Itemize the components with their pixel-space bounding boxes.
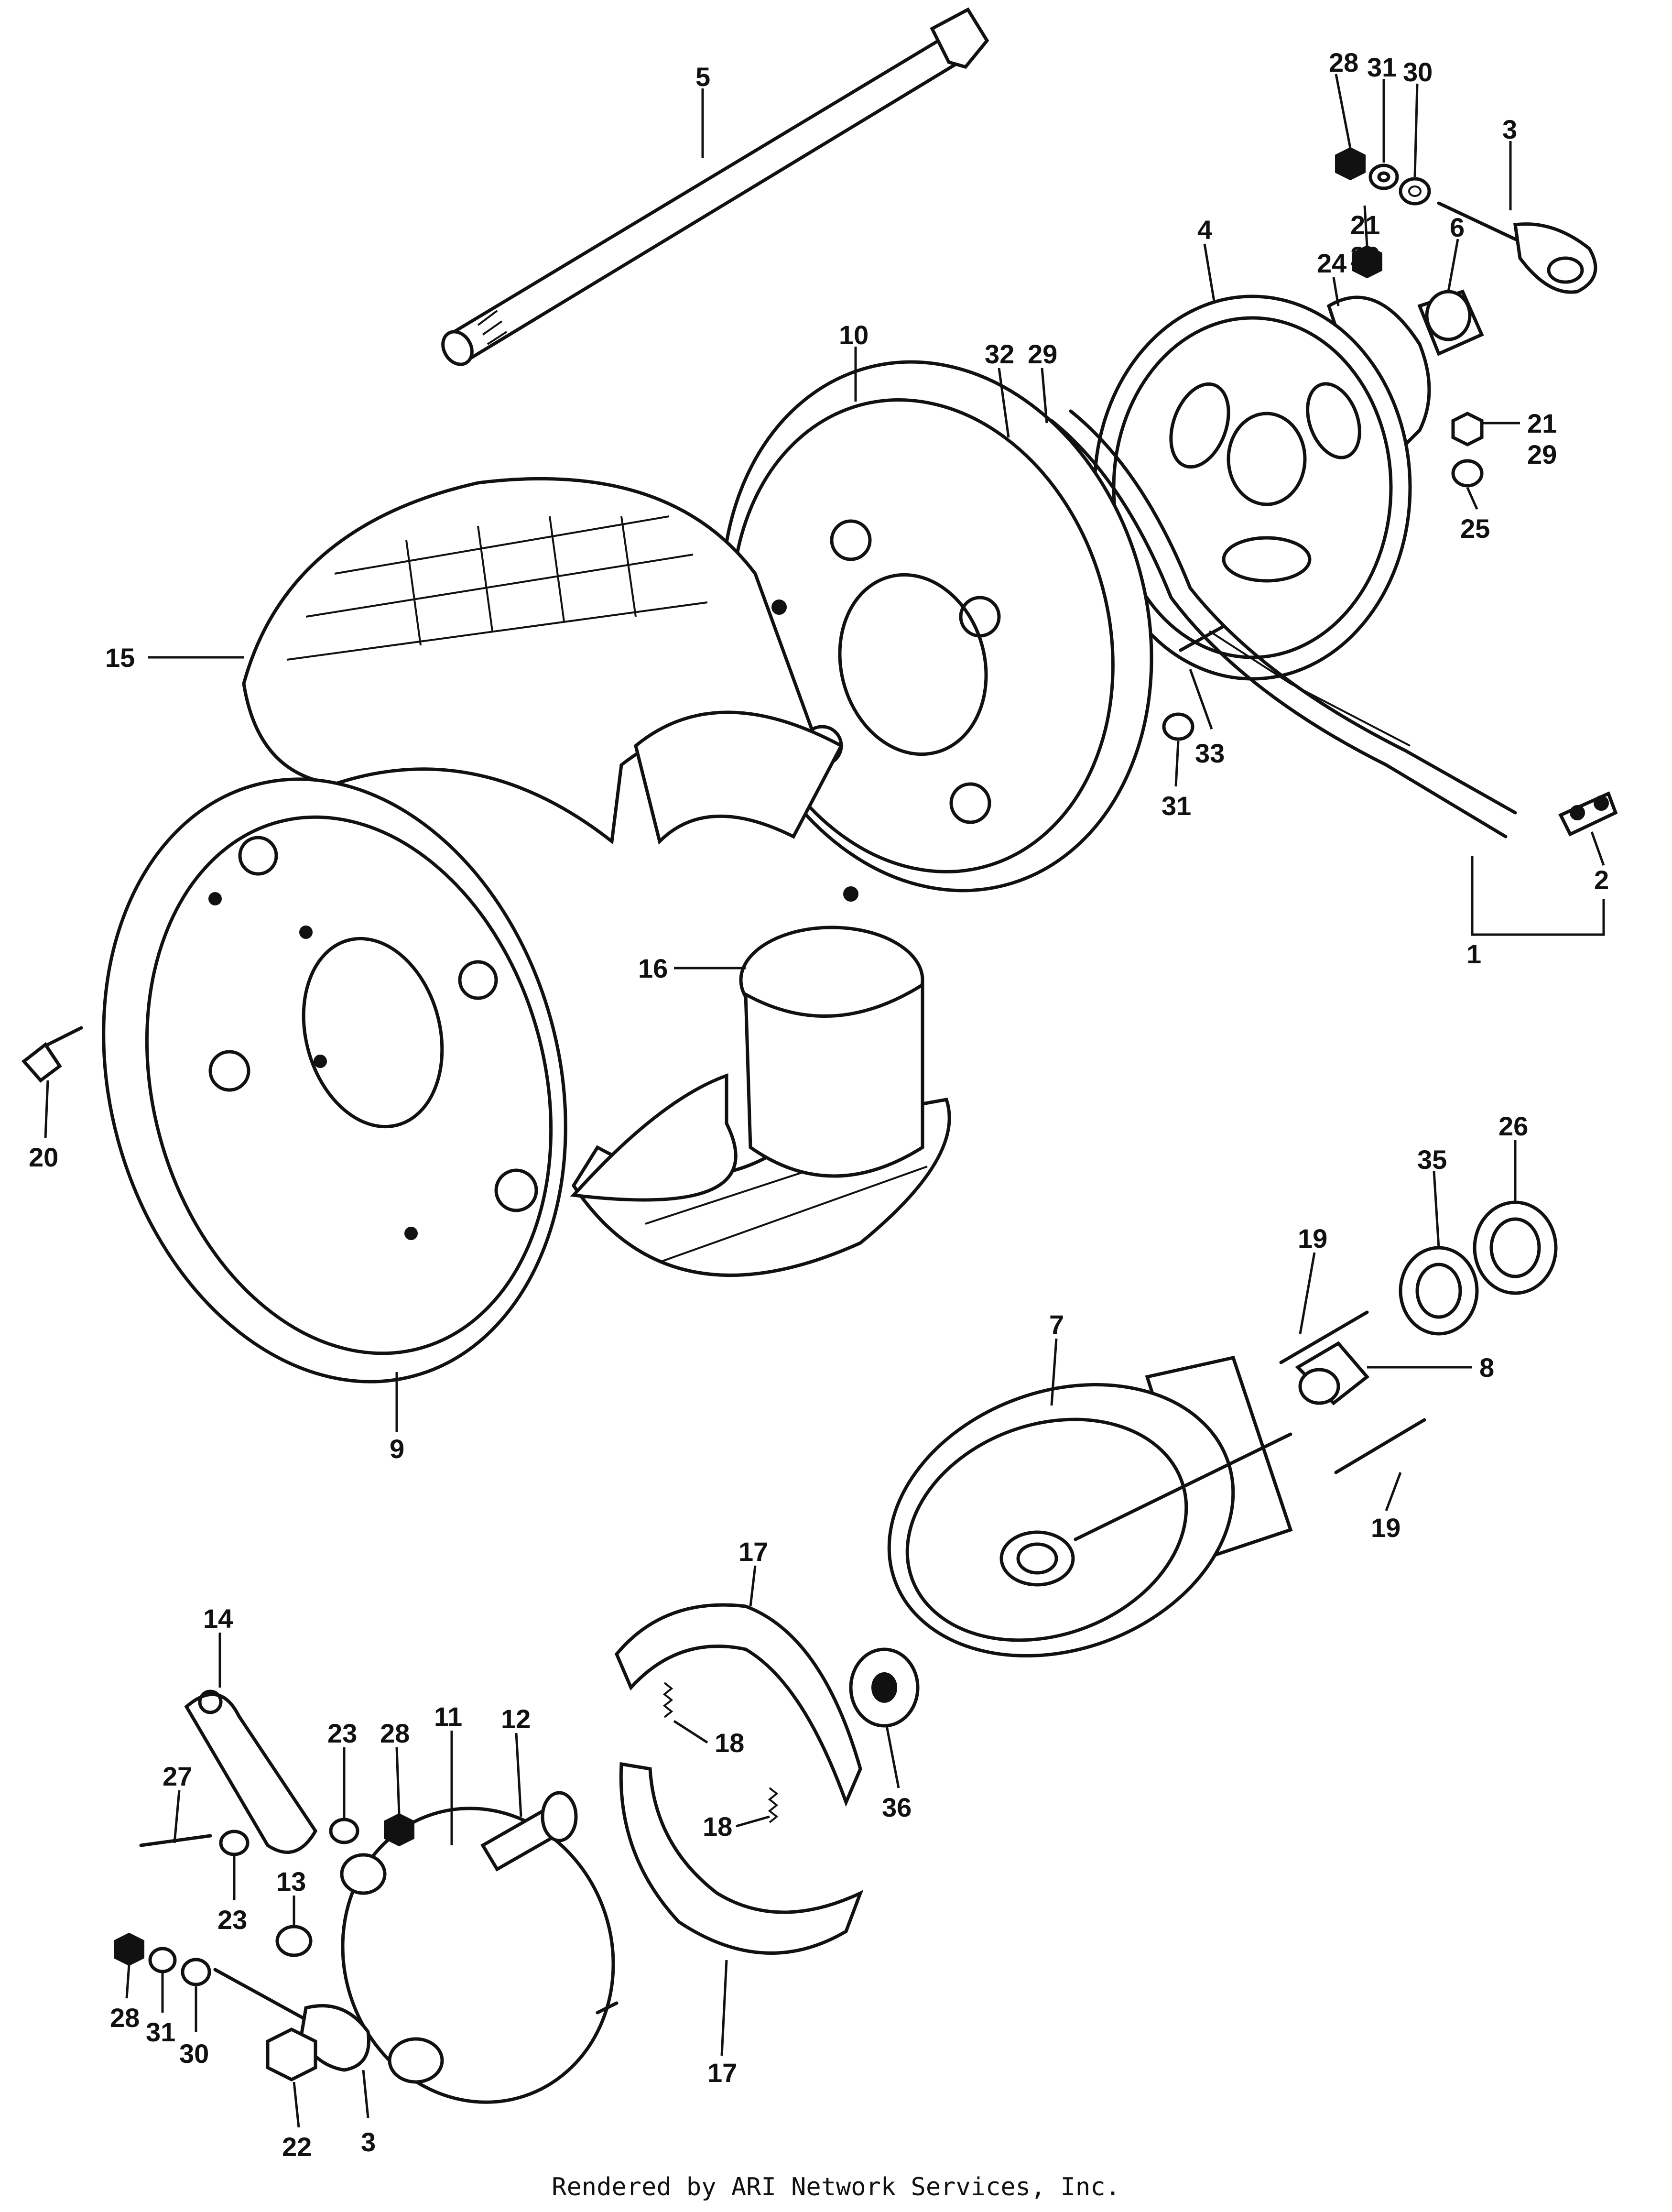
- callout-28-top: 28: [1329, 47, 1358, 77]
- callout-23-top: 23: [327, 1718, 357, 1748]
- callout-4: 4: [1197, 215, 1212, 245]
- callout-19-bottom: 19: [1371, 1513, 1401, 1543]
- callout-31-top: 31: [1367, 52, 1397, 82]
- leader-lines: [44, 74, 1605, 2128]
- callout-21-side: 21: [1527, 408, 1557, 438]
- callout-18-top: 18: [715, 1728, 744, 1758]
- callout-31-rim: 31: [1162, 791, 1191, 821]
- callout-2: 2: [1594, 865, 1609, 895]
- callout-30-bottom: 30: [179, 2038, 209, 2069]
- part-wheel-half-inner: [102, 777, 567, 1384]
- callout-13: 13: [276, 1866, 306, 1896]
- callout-32: 32: [985, 339, 1014, 369]
- callout-labels: 1 2 3 3 4 5 6 7 8 9 10 11 12 13 14 15 16…: [29, 47, 1609, 2162]
- part-inner-tube: [570, 926, 924, 1202]
- callout-27: 27: [163, 1761, 192, 1791]
- part-arm-fasteners: [139, 1813, 414, 1856]
- part-chain-adjuster-bottom: [114, 1932, 370, 2081]
- callout-1: 1: [1466, 939, 1481, 969]
- part-axle: [441, 7, 989, 366]
- part-hub-studs: [1279, 1310, 1426, 1474]
- callout-29-side: 29: [1527, 439, 1557, 469]
- part-nut-washer-stack-top: [1335, 147, 1431, 206]
- callout-17-bottom: 17: [707, 2058, 737, 2088]
- callout-11: 11: [434, 1701, 462, 1732]
- callout-16: 16: [638, 953, 668, 983]
- callout-29-top: 29: [1350, 241, 1380, 271]
- callout-18-bottom: 18: [703, 1811, 732, 1842]
- callout-6: 6: [1450, 212, 1465, 242]
- callout-23-bottom: 23: [217, 1905, 247, 1935]
- callout-35: 35: [1417, 1144, 1447, 1175]
- part-bearing-seal: [1399, 1200, 1558, 1336]
- callout-7: 7: [1049, 1309, 1064, 1340]
- callout-28-bottom: 28: [110, 2003, 140, 2033]
- callout-26: 26: [1498, 1111, 1528, 1141]
- callout-28-mid: 28: [380, 1718, 410, 1748]
- part-spacer: [849, 1647, 920, 1728]
- callout-15: 15: [105, 643, 135, 673]
- callout-12: 12: [501, 1704, 531, 1734]
- part-brake-cam-arm: [184, 1689, 578, 1957]
- callout-33: 33: [1195, 738, 1225, 768]
- footer-credit: Rendered by ARI Network Services, Inc.: [552, 2173, 1120, 2201]
- callout-10: 10: [839, 320, 869, 350]
- callout-29-rim: 29: [1028, 339, 1057, 369]
- callout-8: 8: [1479, 1352, 1494, 1383]
- callout-20: 20: [29, 1142, 58, 1172]
- callout-14: 14: [203, 1603, 233, 1634]
- part-master-link: [1558, 791, 1618, 837]
- callout-19-top: 19: [1298, 1223, 1327, 1253]
- part-brake-drum: [887, 1355, 1293, 1658]
- part-chain-adjuster-top: [1437, 201, 1597, 294]
- callout-3-bottom: 3: [361, 2127, 376, 2157]
- part-rear-sprocket: [1093, 294, 1412, 681]
- callout-36: 36: [882, 1792, 912, 1822]
- callout-24: 24: [1317, 248, 1346, 278]
- part-brake-panel: [340, 1807, 619, 2104]
- part-drive-chain: [1050, 409, 1517, 839]
- part-wheel-bolt: [21, 1026, 83, 1083]
- callout-30-top: 30: [1403, 57, 1433, 87]
- part-brake-shoes: [614, 1603, 864, 1955]
- callout-3-top: 3: [1502, 114, 1517, 144]
- callout-31-bottom: 31: [146, 2017, 175, 2047]
- callout-25: 25: [1460, 513, 1490, 544]
- callout-9: 9: [390, 1434, 404, 1464]
- callout-22: 22: [282, 2132, 312, 2162]
- callout-17-top: 17: [738, 1536, 768, 1567]
- callout-21-top: 21: [1350, 210, 1380, 240]
- callout-5: 5: [695, 62, 710, 92]
